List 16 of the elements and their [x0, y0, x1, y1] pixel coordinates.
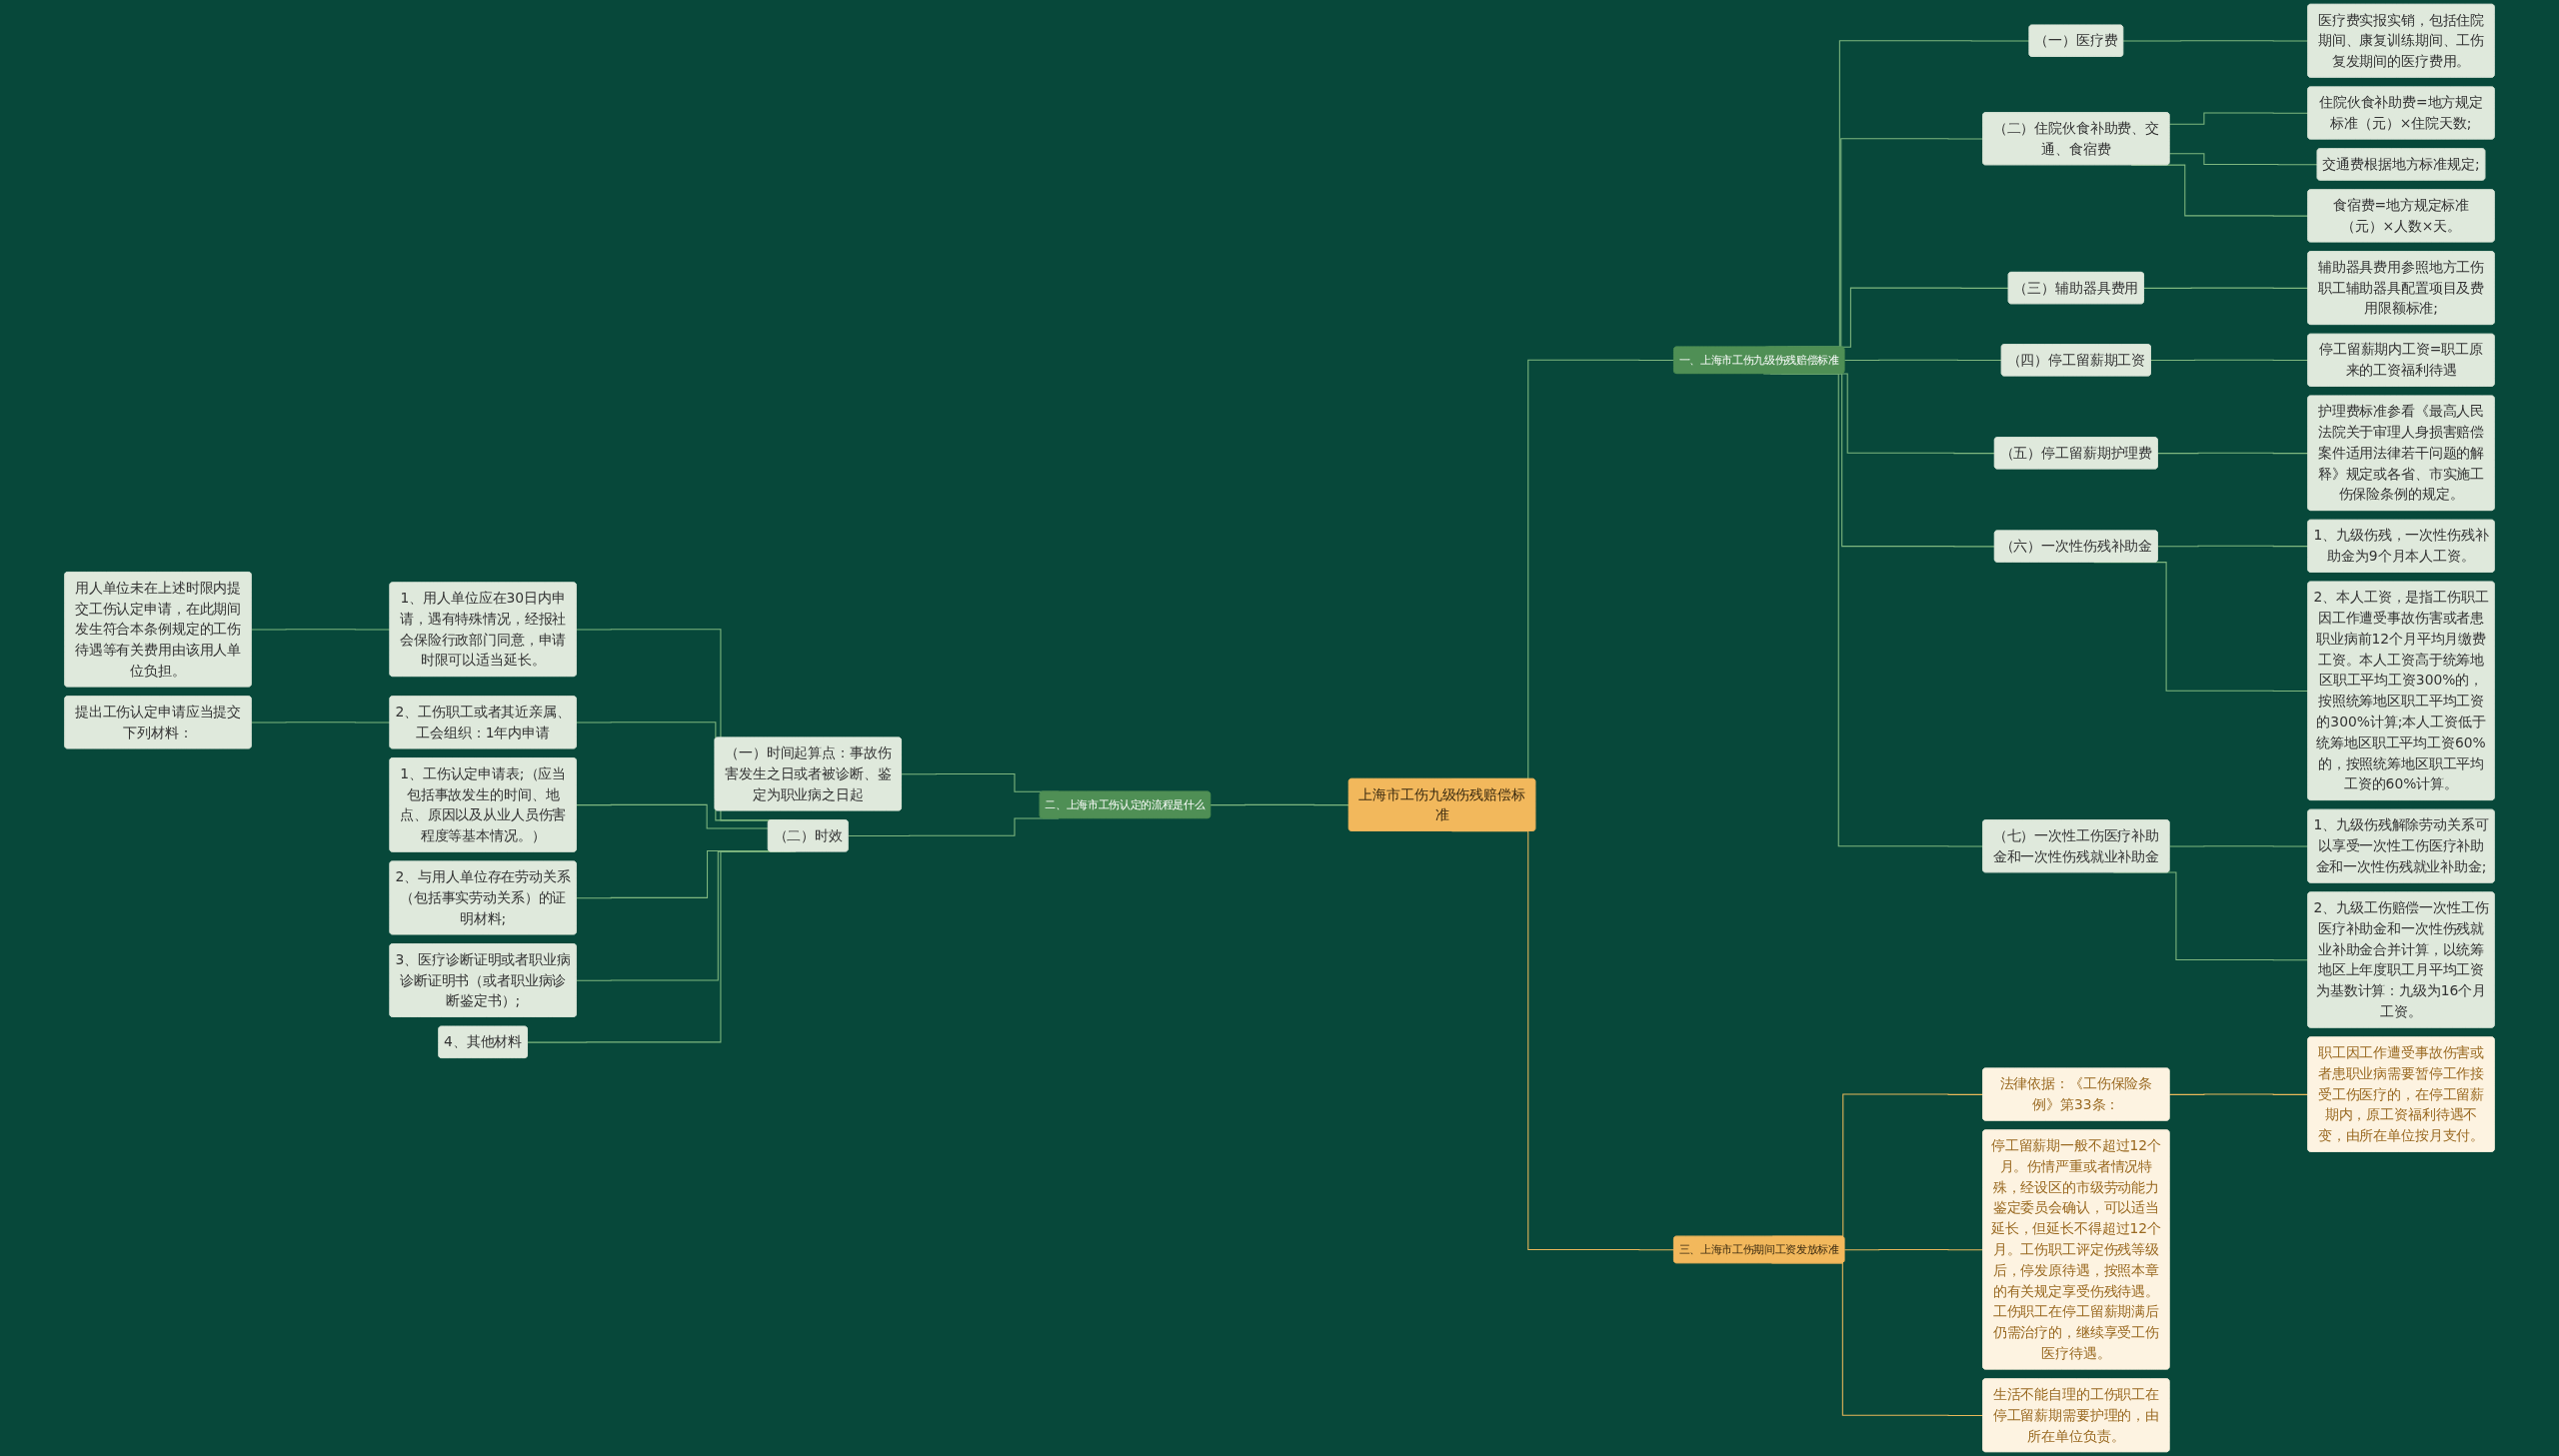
connector — [1210, 803, 1350, 806]
connector — [2157, 545, 2309, 548]
connector — [2168, 153, 2318, 166]
connector — [2168, 845, 2309, 847]
connector — [251, 722, 391, 724]
connector — [1843, 359, 2003, 362]
connector — [576, 803, 770, 829]
connector — [1843, 1248, 1984, 1251]
connector — [576, 850, 770, 899]
connector — [2168, 112, 2309, 125]
connector — [2122, 40, 2309, 42]
connector — [2143, 287, 2309, 289]
connector — [2168, 1093, 2309, 1095]
connector — [251, 629, 391, 631]
connector — [2157, 452, 2309, 455]
connector — [2150, 359, 2309, 362]
